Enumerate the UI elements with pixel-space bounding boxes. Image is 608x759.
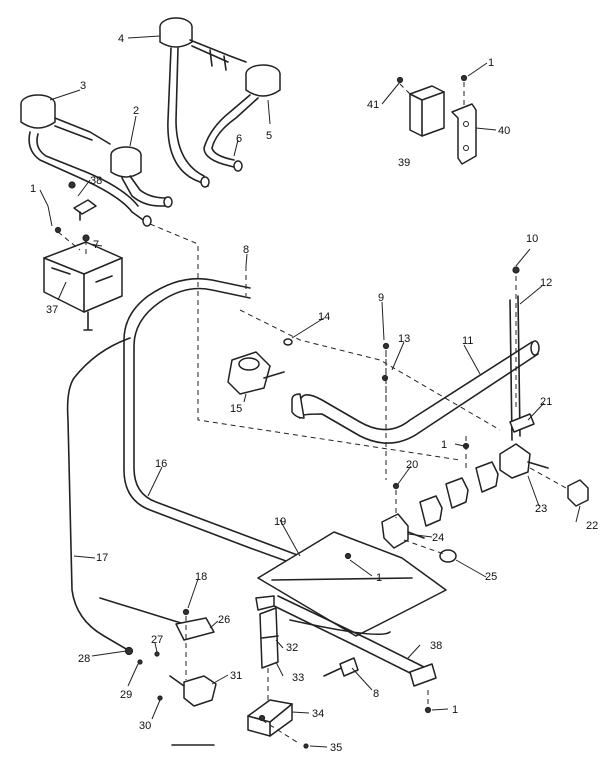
callout-6: 6: [236, 133, 242, 145]
callout-2: 2: [133, 105, 139, 117]
screw-10: [512, 266, 520, 274]
callout-41: 41: [367, 99, 379, 111]
bracket-21: [509, 413, 535, 433]
callout-27: 27: [151, 634, 163, 646]
block-34: [247, 699, 293, 737]
callout-11: 11: [462, 335, 473, 347]
callout-35: 35: [330, 742, 342, 754]
callout-38: 38: [430, 640, 442, 652]
bracket-38-top: [73, 199, 97, 221]
callout-4: 4: [118, 33, 124, 45]
callout-1: 1: [488, 57, 494, 69]
callout-20: 20: [406, 459, 418, 471]
valve-23: [499, 443, 549, 479]
bracket-37: [43, 226, 123, 331]
screw-20: [392, 482, 400, 490]
screw-9: [382, 342, 390, 350]
tube-17: [66, 337, 131, 651]
callout-13: 13: [398, 333, 410, 345]
burner-2: [110, 146, 173, 208]
callout-23: 23: [535, 503, 547, 515]
small-parts-lower: [124, 646, 432, 749]
callout-8: 8: [373, 688, 379, 700]
callout-18: 18: [195, 571, 207, 583]
callout-3: 3: [80, 80, 86, 92]
callout-10: 10: [526, 233, 538, 245]
callout-8: 8: [243, 244, 249, 256]
callout-21: 21: [540, 396, 552, 408]
fitting-14: [283, 338, 293, 346]
callout-24: 24: [432, 532, 444, 544]
callout-30: 30: [139, 720, 151, 732]
dashed-leaders: [57, 82, 567, 745]
callout-38: 38: [90, 175, 102, 187]
callout-labels: 1 1 1 1 1 2 3 4 5 6 7 8 8 9 10 11 12 13 …: [30, 33, 598, 754]
clip-22: [567, 479, 589, 507]
pipe-11: [298, 295, 540, 444]
callout-15: 15: [230, 403, 242, 415]
valve-32-33: [255, 595, 279, 669]
knob-adaptor-25: [439, 549, 457, 563]
callout-1: 1: [452, 704, 458, 716]
orifice-8-bottom: [323, 657, 359, 677]
callout-37: 37: [46, 304, 58, 316]
burner-3: [20, 94, 152, 227]
callout-1: 1: [30, 183, 36, 195]
callout-14: 14: [318, 311, 330, 323]
callout-40: 40: [498, 125, 510, 137]
callout-7: 7: [93, 239, 99, 251]
burner-4: [159, 17, 247, 188]
tube-38-bottom: [269, 595, 437, 687]
callout-29: 29: [120, 689, 132, 701]
callout-5: 5: [266, 130, 272, 142]
callout-34: 34: [312, 708, 324, 720]
callout-22: 22: [586, 520, 598, 532]
callout-17: 17: [96, 552, 108, 564]
callout-16: 16: [155, 458, 167, 470]
burner-5: [203, 64, 281, 172]
fitting-31: [169, 675, 217, 707]
valve-24: [381, 461, 499, 549]
callout-39: 39: [398, 157, 410, 169]
callout-32: 32: [286, 642, 298, 654]
shield-19: [257, 531, 447, 637]
callout-33: 33: [292, 672, 304, 684]
callout-9: 9: [378, 292, 384, 304]
connector-13: [291, 374, 389, 419]
callout-28: 28: [78, 653, 90, 665]
relay-39: [396, 76, 445, 137]
bracket-40: [451, 74, 477, 165]
callout-31: 31: [230, 670, 242, 682]
callout-12: 12: [540, 277, 552, 289]
screw-1-top: [68, 181, 76, 189]
callout-26: 26: [218, 614, 230, 626]
callout-1: 1: [441, 439, 447, 451]
callout-19: 19: [274, 516, 286, 528]
manifold-tube-16: [123, 277, 301, 567]
callout-1: 1: [376, 572, 382, 584]
callout-leaders: [39, 35, 581, 748]
regulator-15: [227, 351, 285, 395]
callout-25: 25: [485, 571, 497, 583]
